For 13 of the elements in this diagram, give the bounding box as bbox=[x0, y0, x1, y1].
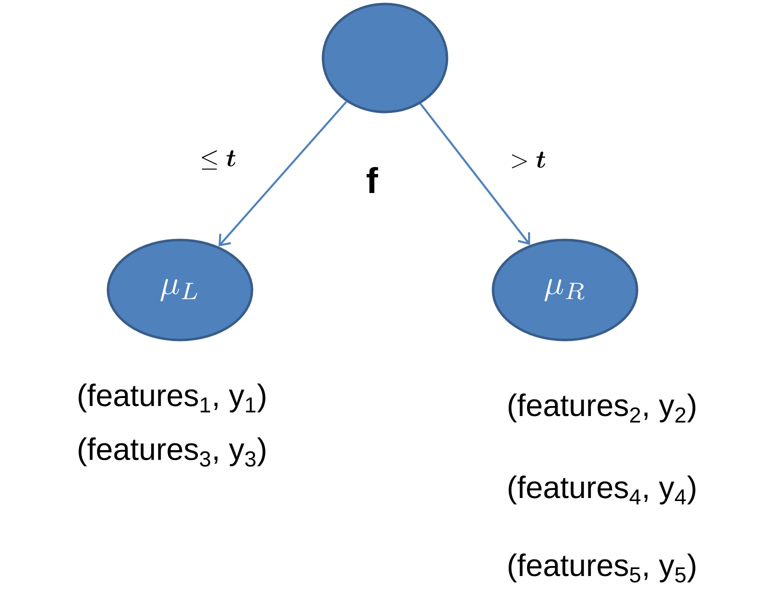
data-pair-label: (features$_{3}$, y$_{3}$) bbox=[78, 437, 266, 467]
data-pair-label: (features$_{2}$, y$_{2}$) bbox=[508, 393, 696, 423]
data-pair-label: (features$_{4}$, y$_{4}$) bbox=[508, 476, 696, 504]
data-pair-label: (features$_{5}$, y$_{5}$) bbox=[508, 553, 696, 583]
node-caption: f bbox=[366, 166, 378, 194]
arrow bbox=[218, 101, 348, 246]
edge-label: $\leq \boldsymbol{t}$ bbox=[202, 150, 236, 170]
data-pair-label: (features$_{1}$, y$_{1}$) bbox=[78, 384, 266, 412]
arrow bbox=[420, 103, 530, 245]
ellipse-node: $\mu_R$ bbox=[492, 238, 638, 342]
ellipse-node: $\mu_L$ bbox=[106, 238, 254, 342]
edge-label: $> \boldsymbol{t}$ bbox=[512, 152, 546, 168]
circle-node bbox=[322, 2, 448, 114]
